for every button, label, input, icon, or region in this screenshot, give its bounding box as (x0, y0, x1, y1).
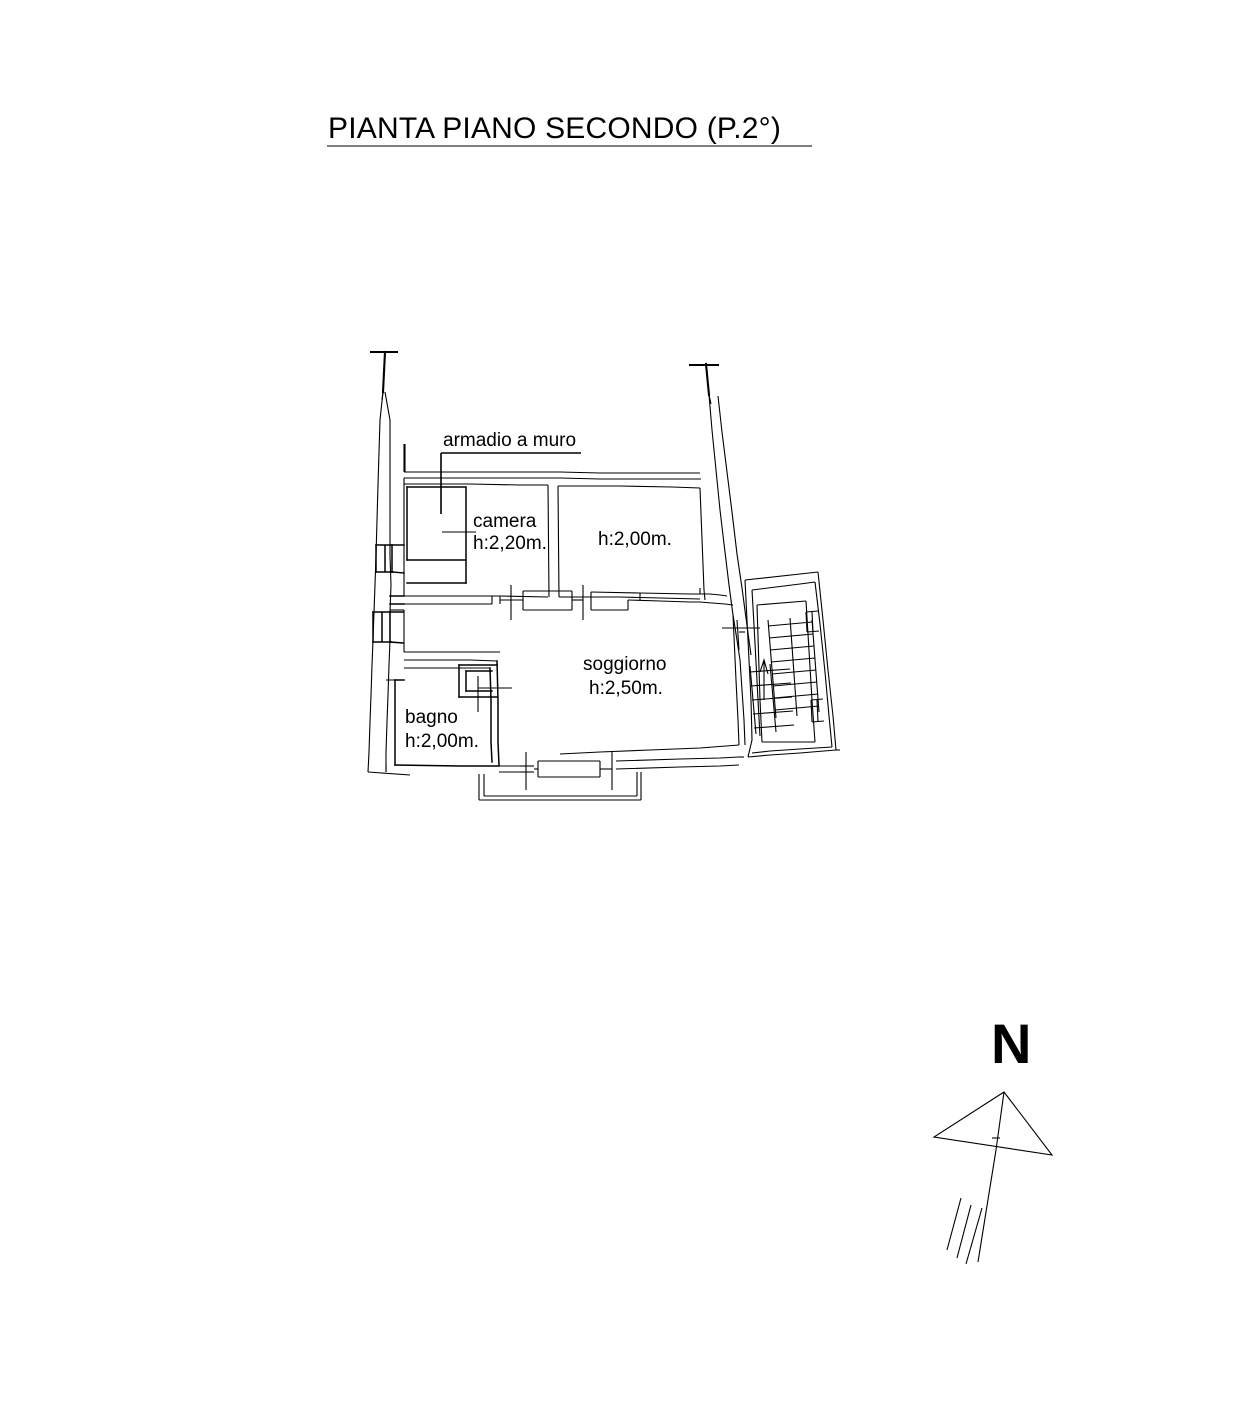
interior-wall-middle (389, 585, 734, 620)
camera-height: h:2,20m. (473, 533, 547, 554)
interior-wall-top (403, 444, 701, 484)
north-indicator: N (932, 1012, 1054, 1265)
bagno-height: h:2,00m. (405, 731, 479, 752)
room-bagno (394, 659, 512, 767)
north-arrow-head (932, 1091, 1054, 1156)
camera-name: camera (473, 511, 537, 532)
exterior-wall-bottom (499, 752, 740, 790)
window-left-lower (372, 611, 404, 644)
window-left-upper (375, 544, 405, 574)
balcony (478, 772, 642, 801)
wall-stub-top-right (688, 362, 720, 405)
page-title: PIANTA PIANO SECONDO (P.2°) (328, 112, 781, 145)
room-label-soggiorno: soggiorno h:2,50m. (583, 654, 666, 699)
room-label-upper-right: h:2,00m. (598, 529, 672, 550)
exterior-wall-left (367, 391, 411, 776)
north-feather-3 (965, 1207, 983, 1265)
bagno-name: bagno (405, 707, 458, 728)
north-feather-2 (956, 1204, 972, 1259)
armadio-label: armadio a muro (443, 430, 576, 451)
annotation-armadio: armadio a muro (440, 430, 581, 514)
wall-stub-top-left (369, 350, 399, 401)
north-feather-1 (946, 1197, 962, 1251)
exterior-wall-right (708, 394, 752, 746)
north-letter: N (991, 1012, 1031, 1075)
closet-armadio (406, 486, 476, 584)
room-label-camera: camera h:2,20m. (473, 511, 547, 554)
floor-plan (367, 350, 840, 801)
upper-right-height: h:2,00m. (598, 529, 672, 550)
soggiorno-height: h:2,50m. (589, 678, 663, 699)
exterior-corner-bottom-right (739, 749, 840, 758)
room-label-bagno: bagno h:2,00m. (405, 707, 479, 752)
staircase-block (722, 571, 837, 758)
soggiorno-name: soggiorno (583, 654, 666, 675)
north-arrow-tail (977, 1091, 1005, 1263)
